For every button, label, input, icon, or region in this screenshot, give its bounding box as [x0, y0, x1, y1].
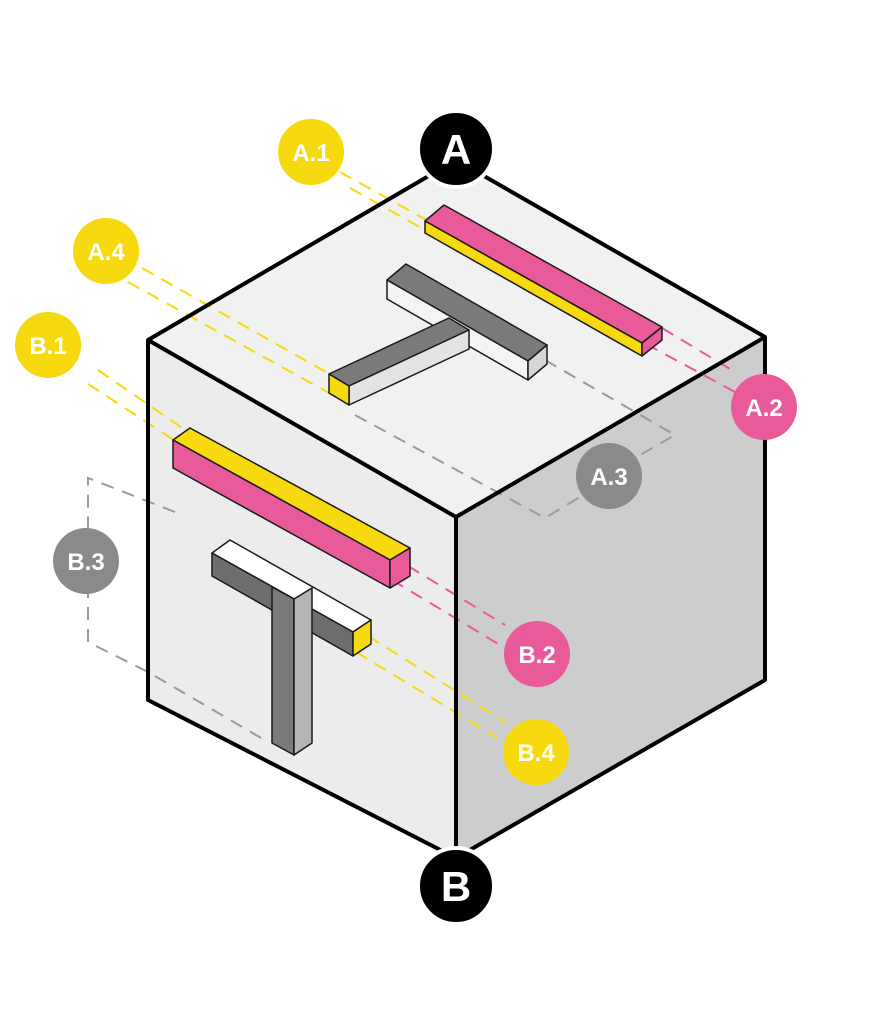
- leader-a2: [661, 327, 736, 373]
- vertex-label-a: A: [441, 126, 471, 173]
- label-a4: A.4: [87, 239, 125, 266]
- vertex-badge-b: B: [416, 846, 496, 926]
- leader-a4: [141, 267, 341, 381]
- bar-top: [424, 204, 663, 357]
- leader-a1: [339, 171, 431, 223]
- vertex-badge-a: A: [416, 109, 496, 189]
- label-badge-a4: A.4: [73, 218, 139, 284]
- label-b4: B.4: [517, 740, 555, 767]
- label-badge-b1: B.1: [15, 312, 81, 378]
- leader-lines: [87, 171, 736, 743]
- label-badge-a2: A.2: [731, 374, 797, 440]
- label-a1: A.1: [292, 140, 329, 167]
- label-badge-b4: B.4: [503, 719, 569, 785]
- label-badge-a1: A.1: [278, 119, 344, 185]
- leader-b4: [367, 635, 506, 723]
- label-badge-b3: B.3: [53, 528, 119, 594]
- label-a2: A.2: [745, 395, 782, 422]
- bar-left: [172, 427, 411, 589]
- label-b1: B.1: [29, 333, 66, 360]
- label-badge-b2: B.2: [504, 621, 570, 687]
- label-badge-a3: A.3: [576, 443, 642, 509]
- leader-a3: [544, 359, 678, 456]
- t-letter-top: [328, 263, 548, 406]
- vertex-label-b: B: [441, 863, 471, 910]
- leader-b1: [97, 369, 186, 431]
- t-letter-left: [211, 539, 372, 756]
- label-a3: A.3: [590, 464, 627, 491]
- label-b2: B.2: [518, 642, 555, 669]
- label-b3: B.3: [67, 549, 104, 576]
